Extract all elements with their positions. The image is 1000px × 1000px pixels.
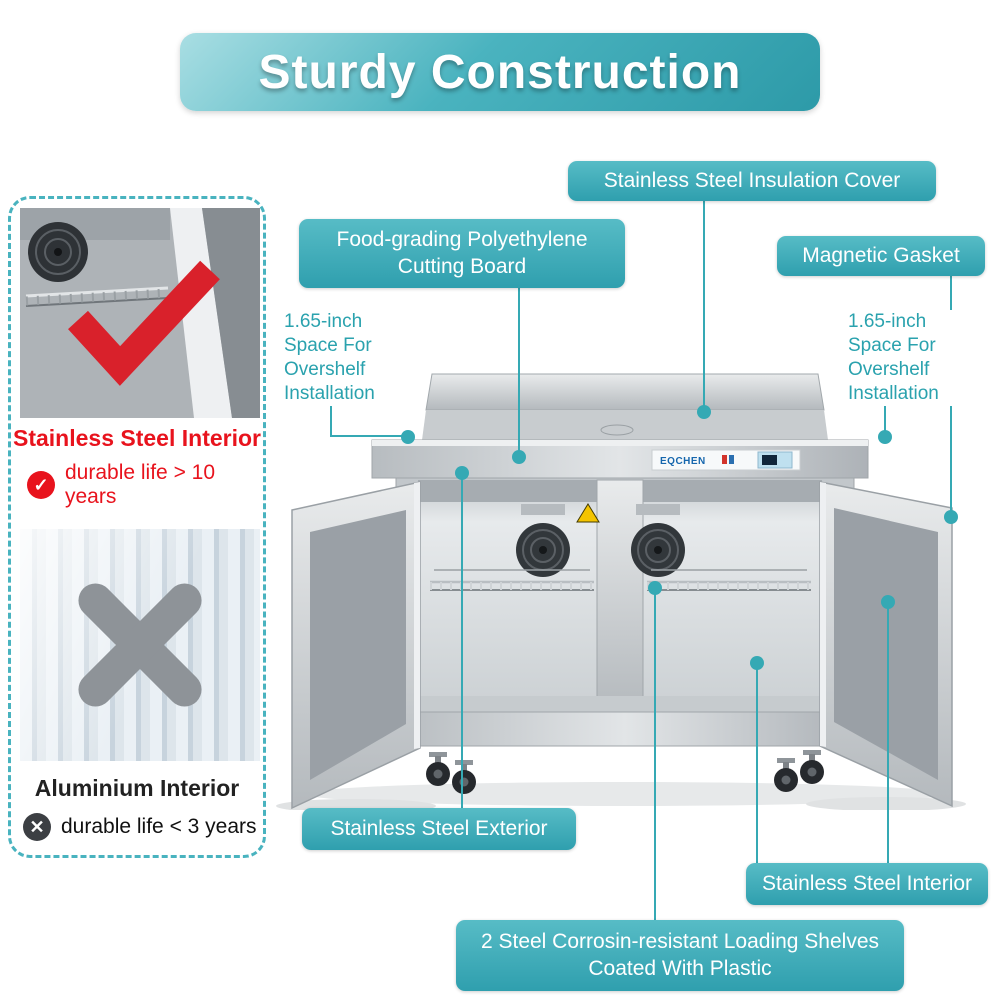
callout-dot	[878, 430, 892, 444]
cover-vent	[600, 424, 634, 436]
good-note-text: durable life > 10 years	[65, 461, 216, 508]
check-mark-icon	[68, 260, 220, 386]
bad-label: Aluminium Interior	[34, 775, 240, 801]
fan-icon	[630, 503, 686, 578]
title-banner: Sturdy Construction	[180, 33, 820, 111]
callout-dot	[455, 466, 469, 480]
overshelf-note-left: 1.65-inch Space For Overshelf Installati…	[284, 310, 400, 406]
callout-dot	[401, 430, 415, 444]
callout-cutting-board: Food-grading Polyethylene Cutting Board	[299, 219, 625, 288]
good-note: ✓ durable life > 10 years	[27, 461, 263, 509]
refrigerator-illustration: EQCHEN	[276, 373, 966, 810]
stainless-interior-photo	[20, 208, 260, 418]
bottom-rail	[395, 711, 855, 747]
good-label: Stainless Steel Interior	[13, 425, 261, 451]
caster-wheel	[426, 752, 450, 786]
callout-line	[703, 198, 705, 412]
warning-sticker	[576, 503, 600, 523]
caster-wheel	[452, 760, 476, 794]
overshelf-note-right: 1.65-inch Space For Overshelf Installati…	[848, 310, 964, 406]
callout-stainless-interior: Stainless Steel Interior	[746, 863, 988, 905]
callout-line	[887, 602, 889, 866]
right-door	[819, 481, 953, 808]
bad-note-text: durable life < 3 years	[61, 815, 257, 838]
check-glyph: ✓	[33, 474, 49, 495]
callout-stainless-exterior: Stainless Steel Exterior	[302, 808, 576, 850]
callout-line	[654, 588, 656, 923]
callout-magnetic-gasket: Magnetic Gasket	[777, 236, 985, 276]
brand-strip: EQCHEN	[651, 449, 801, 471]
callout-line	[756, 663, 758, 866]
aluminium-interior-photo	[20, 529, 260, 761]
callout-dot	[881, 595, 895, 609]
fan-icon	[515, 503, 571, 578]
insulation-cover	[422, 373, 828, 440]
door-edge-band	[170, 208, 232, 418]
cross-glyph: ✕	[29, 816, 45, 837]
callout-dot	[750, 656, 764, 670]
caster-wheel	[774, 758, 798, 792]
door-shadow	[276, 799, 436, 810]
right-door-inner-panel	[834, 508, 938, 780]
brand-marks	[722, 455, 727, 464]
comparison-panel: Stainless Steel Interior ✓ durable life …	[8, 196, 266, 858]
callout-insulation-cover: Stainless Steel Insulation Cover	[568, 161, 936, 201]
callout-loading-shelves: 2 Steel Corrosin-resistant Loading Shelv…	[456, 920, 904, 991]
page-title: Sturdy Construction	[258, 45, 742, 99]
brand-text: EQCHEN	[660, 456, 706, 467]
callout-line	[518, 286, 520, 457]
fan-icon	[28, 222, 88, 282]
callout-dot	[697, 405, 711, 419]
interior-floor	[418, 696, 822, 712]
door-shadow	[806, 797, 966, 810]
callout-dot	[648, 581, 662, 595]
callout-dot	[944, 510, 958, 524]
caster-wheel	[800, 750, 824, 784]
cross-circle-icon: ✕	[23, 813, 51, 841]
callout-line	[884, 404, 886, 437]
callout-line	[461, 473, 463, 811]
callout-dot	[512, 450, 526, 464]
check-circle-icon: ✓	[27, 471, 55, 499]
left-door	[291, 481, 421, 810]
bad-note: ✕ durable life < 3 years	[23, 813, 257, 841]
brand-marks	[729, 455, 734, 464]
callout-line	[330, 435, 408, 437]
wire-shelf	[25, 286, 169, 307]
left-door-inner-panel	[310, 510, 406, 780]
door-panel-band	[202, 208, 260, 418]
callout-line	[330, 404, 332, 437]
